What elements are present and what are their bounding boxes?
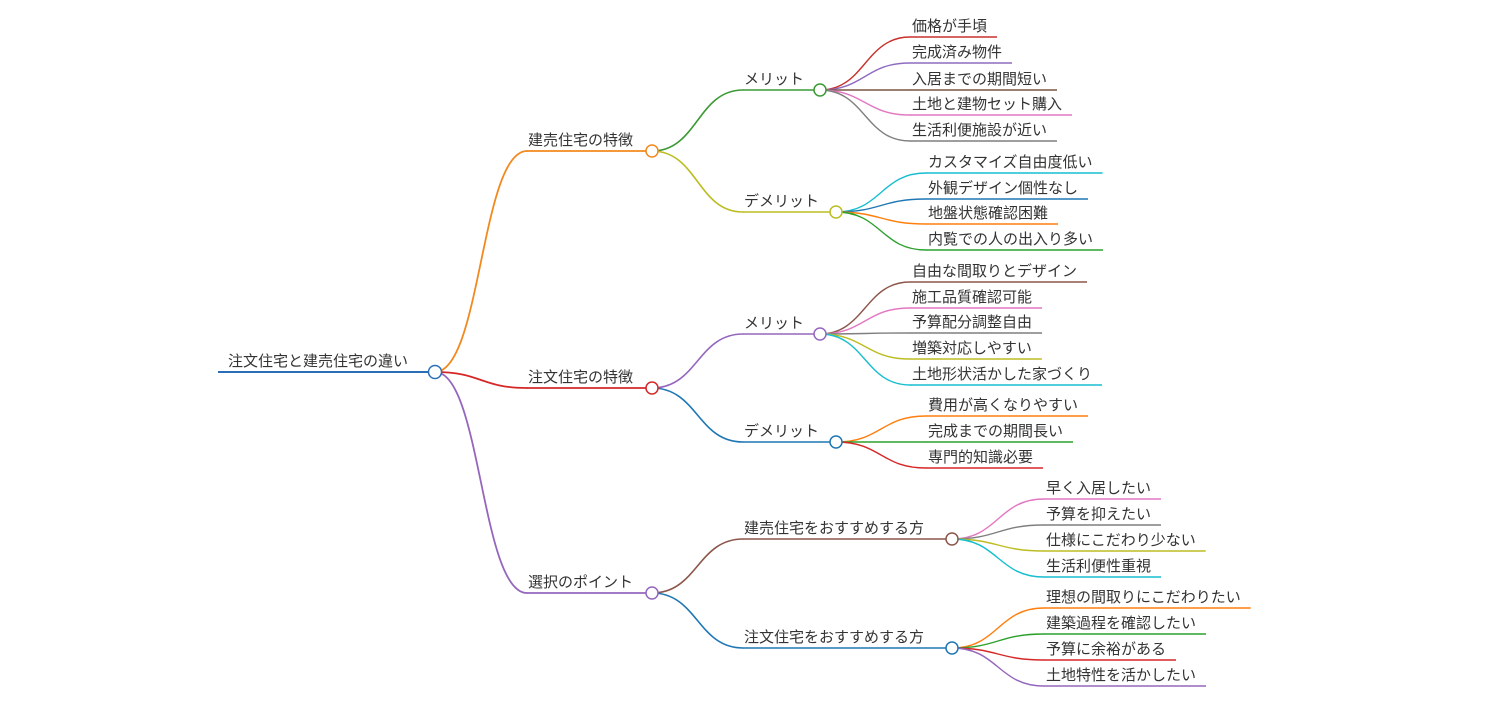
root-node	[427, 364, 443, 380]
sub-2-1-label: メリット	[744, 314, 804, 332]
link-leaf-2-1-5	[819, 333, 911, 386]
sub-3-2-label: 注文住宅をおすすめする方	[744, 628, 924, 646]
link-root-branch-1	[434, 150, 528, 373]
branch-1-node	[645, 144, 659, 158]
leaf-label: カスタマイズ自由度低い	[928, 153, 1093, 171]
leaf-label: 土地と建物セット購入	[912, 95, 1062, 113]
leaf-label: 費用が高くなりやすい	[928, 396, 1078, 414]
link-branch-2-sub-2	[651, 387, 744, 443]
leaf-label: 仕様にこだわり少ない	[1046, 531, 1196, 549]
link-leaf-2-1-4	[819, 333, 911, 360]
sub-2-2-node	[829, 435, 843, 449]
link-leaf-2-2-1	[835, 415, 927, 443]
leaf-label: 専門的知識必要	[928, 448, 1033, 466]
leaf-label: 予算配分調整自由	[912, 313, 1032, 331]
leaf-label: 完成までの期間長い	[928, 422, 1063, 440]
leaf-label: 生活利便施設が近い	[912, 121, 1047, 139]
sub-3-1-label: 建売住宅をおすすめする方	[744, 519, 924, 537]
link-leaf-2-1-2	[819, 307, 911, 335]
leaf-label: 生活利便性重視	[1046, 557, 1151, 575]
link-leaf-1-1-4	[819, 89, 911, 116]
sub-1-1-node	[813, 83, 827, 97]
link-leaf-3-2-2	[951, 633, 1045, 649]
link-leaf-3-2-1	[951, 607, 1045, 649]
leaf-label: 施工品質確認可能	[912, 288, 1032, 306]
branch-2-node	[645, 381, 659, 395]
branch-1-label: 建売住宅の特徴	[528, 131, 633, 149]
sub-3-2-node	[945, 641, 959, 655]
link-leaf-2-1-1	[819, 281, 911, 335]
link-leaf-3-1-1	[951, 498, 1045, 540]
link-leaf-2-1-3	[819, 332, 911, 335]
link-leaf-1-1-5	[819, 89, 911, 142]
leaf-label: 内覧での人の出入り多い	[928, 230, 1093, 248]
link-leaf-1-2-1	[835, 172, 927, 213]
sub-1-1-label: メリット	[744, 70, 804, 88]
leaf-label: 土地形状活かした家づくり	[912, 365, 1092, 383]
link-branch-3-sub-1	[651, 538, 744, 594]
link-root-branch-2	[434, 371, 528, 389]
link-leaf-3-1-3	[951, 538, 1045, 552]
link-leaf-1-2-2	[835, 198, 927, 213]
branch-2-label: 注文住宅の特徴	[528, 368, 633, 386]
link-branch-2-sub-1	[651, 333, 744, 389]
root-label: 注文住宅と建売住宅の違い	[228, 352, 408, 370]
link-branch-3-sub-2	[651, 592, 744, 649]
leaf-label: 価格が手頃	[912, 17, 987, 35]
nodes-layer	[427, 83, 959, 655]
leaf-label: 外観デザイン個性なし	[928, 179, 1078, 197]
branch-3-node	[645, 586, 659, 600]
links-layer	[218, 36, 1251, 687]
link-leaf-3-2-3	[951, 647, 1045, 661]
leaf-label: 完成済み物件	[912, 43, 1002, 61]
sub-1-2-label: デメリット	[744, 192, 819, 210]
link-branch-1-sub-2	[651, 150, 744, 213]
sub-2-1-node	[813, 327, 827, 341]
leaf-label: 入居までの期間短い	[912, 70, 1047, 88]
link-leaf-3-2-4	[951, 647, 1045, 687]
sub-3-1-node	[945, 532, 959, 546]
link-leaf-1-2-3	[835, 211, 927, 225]
leaf-label: 自由な間取りとデザイン	[912, 262, 1077, 280]
link-leaf-2-2-3	[835, 441, 927, 469]
link-leaf-3-1-4	[951, 538, 1045, 578]
leaf-label: 増築対応しやすい	[912, 339, 1032, 357]
branch-3-label: 選択のポイント	[528, 573, 633, 591]
link-leaf-1-1-1	[819, 36, 911, 91]
leaf-label: 予算に余裕がある	[1046, 640, 1166, 658]
link-branch-1-sub-1	[651, 89, 744, 152]
sub-1-2-node	[829, 205, 843, 219]
link-leaf-1-2-4	[835, 211, 927, 251]
link-leaf-1-1-2	[819, 62, 911, 91]
labels-layer: 注文住宅と建売住宅の違い建売住宅の特徴メリット価格が手頃完成済み物件入居までの期…	[228, 17, 1241, 684]
leaf-label: 土地特性を活かしたい	[1046, 666, 1196, 684]
sub-2-2-label: デメリット	[744, 422, 819, 440]
leaf-label: 地盤状態確認困難	[928, 204, 1048, 222]
leaf-label: 建築過程を確認したい	[1046, 614, 1196, 632]
leaf-label: 早く入居したい	[1046, 479, 1151, 497]
leaf-label: 理想の間取りにこだわりたい	[1046, 588, 1241, 606]
link-leaf-3-1-2	[951, 524, 1045, 540]
link-root-branch-3	[434, 371, 528, 594]
leaf-label: 予算を抑えたい	[1046, 505, 1151, 523]
